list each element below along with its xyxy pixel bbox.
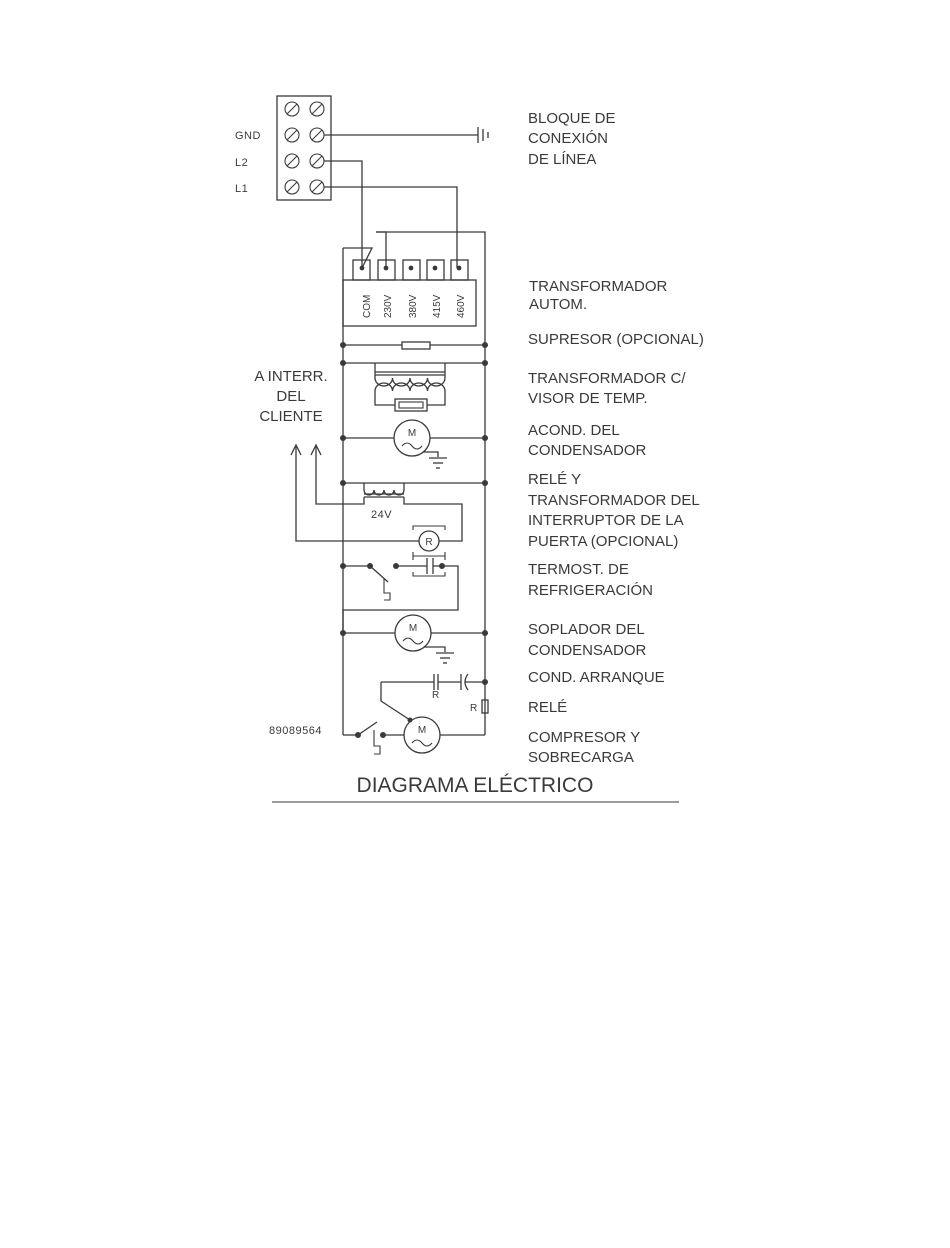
svg-text:CONDENSADOR: CONDENSADOR xyxy=(528,642,647,659)
refrigeration-thermostat xyxy=(340,555,459,633)
ground-icon xyxy=(429,457,447,469)
svg-text:DEL: DEL xyxy=(276,388,305,405)
label-relay: RELÉ xyxy=(528,699,567,716)
suppressor xyxy=(340,341,488,350)
svg-text:TERMOST. DE: TERMOST. DE xyxy=(528,561,629,578)
terminal-block: GND L2 L1 xyxy=(235,95,332,201)
label-auto-transformer: TRANSFORMADOR AUTOM. xyxy=(529,278,668,313)
diagram-title: DIAGRAMA ELÉCTRICO xyxy=(357,774,594,797)
svg-text:ACOND. DEL: ACOND. DEL xyxy=(528,422,620,439)
svg-text:VISOR DE TEMP.: VISOR DE TEMP. xyxy=(528,390,647,407)
capacitor-r-label: R xyxy=(432,690,439,701)
svg-text:TRANSFORMADOR DEL: TRANSFORMADOR DEL xyxy=(528,492,700,509)
tap-label-com: COM xyxy=(362,295,373,318)
component-labels: BLOQUE DE CONEXIÓN DE LÍNEA TRANSFORMADO… xyxy=(528,110,704,766)
label-line-block: BLOQUE DE CONEXIÓN DE LÍNEA xyxy=(528,110,616,168)
door-relay-transformer: 24V R xyxy=(295,447,488,557)
terminal-screws xyxy=(284,101,325,195)
svg-text:DE LÍNEA: DE LÍNEA xyxy=(528,151,596,168)
label-compressor: COMPRESOR Y SOBRECARGA xyxy=(528,729,640,766)
compressor-circuit: R R M xyxy=(342,633,489,755)
svg-text:AUTOM.: AUTOM. xyxy=(529,296,587,313)
tap-label-230v: 230V xyxy=(383,294,394,318)
temp-display-transformer xyxy=(340,360,488,412)
tap-label-415v: 415V xyxy=(432,294,443,318)
svg-text:CLIENTE: CLIENTE xyxy=(259,408,322,425)
gnd-label: GND xyxy=(235,130,261,142)
svg-text:SOPLADOR DEL: SOPLADOR DEL xyxy=(528,621,645,638)
l2-label: L2 xyxy=(235,157,248,169)
tap-label-380v: 380V xyxy=(408,294,419,318)
label-door-relay: RELÉ Y TRANSFORMADOR DEL INTERRUPTOR DE … xyxy=(528,471,700,550)
condenser-conditioner-motor: M xyxy=(340,419,488,469)
condenser-blower-motor: M xyxy=(340,614,488,664)
svg-text:RELÉ: RELÉ xyxy=(528,699,567,716)
auto-transformer: COM 230V 380V 415V 460V xyxy=(342,231,486,345)
svg-text:REFRIGERACIÓN: REFRIGERACIÓN xyxy=(528,582,653,599)
svg-text:BLOQUE DE: BLOQUE DE xyxy=(528,110,616,127)
svg-text:CONDENSADOR: CONDENSADOR xyxy=(528,442,647,459)
label-temp-transformer: TRANSFORMADOR C/ VISOR DE TEMP. xyxy=(528,370,686,407)
svg-text:PUERTA (OPCIONAL): PUERTA (OPCIONAL) xyxy=(528,533,678,550)
label-suppressor: SUPRESOR (OPCIONAL) xyxy=(528,331,704,348)
chassis-ground-icon xyxy=(477,127,489,143)
svg-text:SOBRECARGA: SOBRECARGA xyxy=(528,749,634,766)
label-condenser-conditioner: ACOND. DEL CONDENSADOR xyxy=(528,422,647,459)
motor-letter: M xyxy=(418,725,426,736)
part-number: 89089564 xyxy=(269,725,322,737)
tap-label-460v: 460V xyxy=(456,294,467,318)
label-condenser-blower: SOPLADOR DEL CONDENSADOR xyxy=(528,621,647,659)
relay-letter: R xyxy=(425,537,432,548)
svg-text:INTERRUPTOR DE LA: INTERRUPTOR DE LA xyxy=(528,512,684,529)
svg-text:COMPRESOR Y: COMPRESOR Y xyxy=(528,729,640,746)
client-switch-label: A INTERR. DEL CLIENTE xyxy=(254,368,327,425)
motor-letter: M xyxy=(408,428,416,439)
l1-label: L1 xyxy=(235,183,248,195)
svg-text:TRANSFORMADOR: TRANSFORMADOR xyxy=(529,278,668,295)
motor-letter: M xyxy=(409,623,417,634)
relay-r-label: R xyxy=(470,703,477,714)
label-thermostat: TERMOST. DE REFRIGERACIÓN xyxy=(528,561,653,599)
svg-text:COND. ARRANQUE: COND. ARRANQUE xyxy=(528,669,665,686)
client-switch-arrows xyxy=(290,443,322,456)
svg-text:CONEXIÓN: CONEXIÓN xyxy=(528,130,608,147)
svg-text:A INTERR.: A INTERR. xyxy=(254,368,327,385)
label-start-capacitor: COND. ARRANQUE xyxy=(528,669,665,686)
svg-text:SUPRESOR (OPCIONAL): SUPRESOR (OPCIONAL) xyxy=(528,331,704,348)
secondary-voltage-label: 24V xyxy=(371,509,392,521)
svg-text:RELÉ Y: RELÉ Y xyxy=(528,471,581,488)
ground-icon xyxy=(436,652,454,664)
svg-text:TRANSFORMADOR C/: TRANSFORMADOR C/ xyxy=(528,370,686,387)
